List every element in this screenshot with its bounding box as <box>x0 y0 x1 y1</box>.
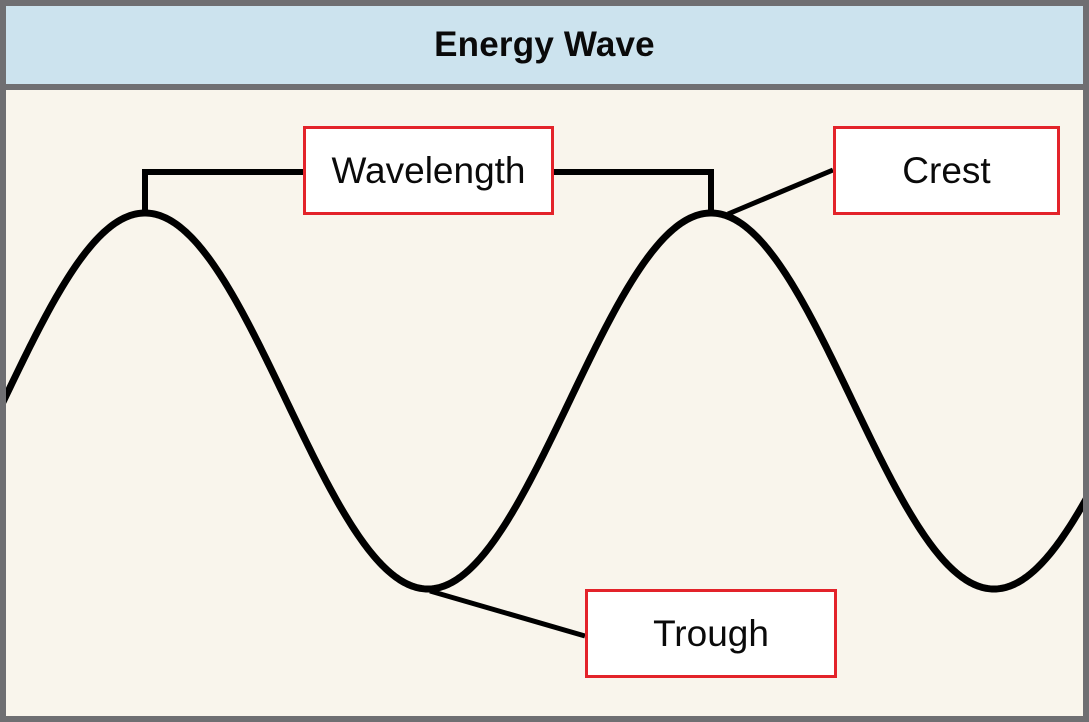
sine-wave-curve <box>6 209 1083 593</box>
title-banner: Energy Wave <box>6 6 1083 84</box>
wavelength-bracket-left <box>142 169 303 213</box>
trough-label: Trough <box>653 612 769 654</box>
wavelength-bracket-right <box>553 169 714 213</box>
wavelength-label: Wavelength <box>331 149 526 191</box>
crest-label-box: Crest <box>833 126 1060 215</box>
wavelength-label-box: Wavelength <box>303 126 554 215</box>
diagram-title: Energy Wave <box>434 25 655 64</box>
trough-label-box: Trough <box>585 589 837 678</box>
crest-label: Crest <box>902 149 991 191</box>
trough-leader-line <box>429 588 586 639</box>
wave-graphic <box>6 167 1083 639</box>
crest-leader-line <box>727 167 834 217</box>
diagram-area: Wavelength Crest Trough <box>6 90 1083 716</box>
